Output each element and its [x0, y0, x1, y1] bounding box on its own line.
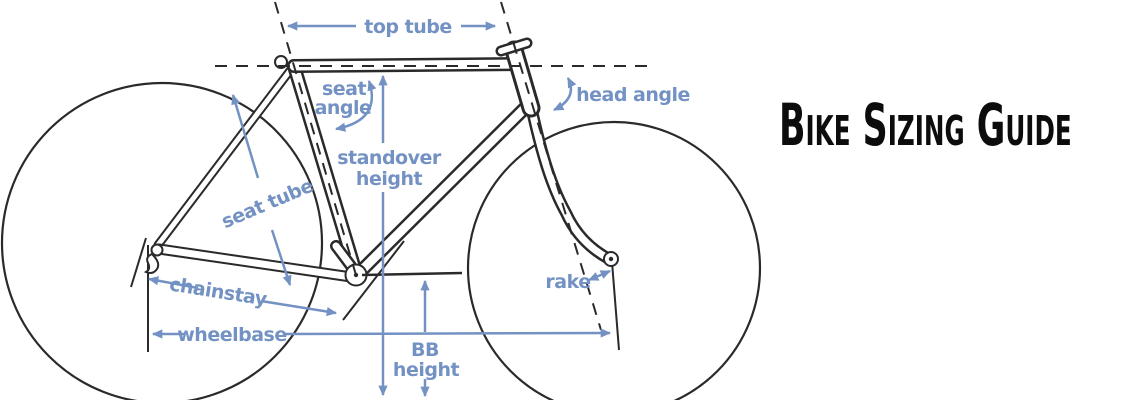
- page-title: Bike Sizing Guide: [779, 91, 1072, 159]
- wheelbase-annotation: wheelbase: [151, 324, 612, 346]
- rear-dropout-derailleur: [130, 237, 164, 352]
- frame-down-tube: [353, 97, 536, 279]
- seat-tube-label: seat tube: [218, 175, 316, 233]
- rake-label: rake: [545, 271, 590, 293]
- front-wheel: [466, 120, 762, 400]
- frame-seat-stays: [153, 63, 297, 250]
- top-tube-label: top tube: [364, 16, 451, 38]
- seat-angle-label-line2: angle: [315, 97, 372, 119]
- chainstay-arrow-right: [260, 299, 338, 317]
- bottom-bracket-crank: [330, 240, 405, 321]
- chainstay-label: chainstay: [168, 273, 269, 310]
- seat-angle-annotation: seat angle: [315, 78, 377, 132]
- steering-axis-dashed-line: [500, 1, 602, 331]
- head-angle-arc-arrow: [553, 77, 577, 112]
- wheelbase-arrow-right: [282, 328, 612, 338]
- head-angle-label: head angle: [576, 84, 690, 106]
- frame-chainstay: [153, 243, 364, 284]
- standover-label-line2: height: [356, 168, 423, 190]
- seat-axis-dashed-line: [274, 1, 357, 276]
- standover-label-line1: standover: [337, 147, 442, 169]
- head-angle-annotation: head angle: [553, 77, 690, 112]
- bb-height-label-line1: BB: [411, 339, 439, 361]
- seat-angle-label-line1: seat: [322, 78, 367, 100]
- chainstay-arrow-left: [147, 276, 199, 290]
- rake-annotation: rake: [545, 269, 612, 293]
- wheelbase-label: wheelbase: [177, 324, 286, 346]
- bike-geometry-diagram: top tube seat angle head angle standover…: [0, 1, 762, 400]
- seat-tube-arrow-down: [270, 229, 292, 287]
- rake-double-arrow: [587, 269, 612, 282]
- bb-height-annotation: BB height: [393, 279, 460, 398]
- rear-wheel: [0, 81, 324, 400]
- seat-angle-arc-arrow: [334, 79, 377, 132]
- top-tube-annotation: top tube: [286, 16, 497, 38]
- bb-datum-line: [361, 271, 463, 277]
- seat-tube-arrow-up: [231, 93, 260, 179]
- bb-height-label-line2: height: [393, 359, 460, 381]
- standover-height-annotation: standover height: [337, 74, 442, 397]
- front-hub: [603, 251, 620, 351]
